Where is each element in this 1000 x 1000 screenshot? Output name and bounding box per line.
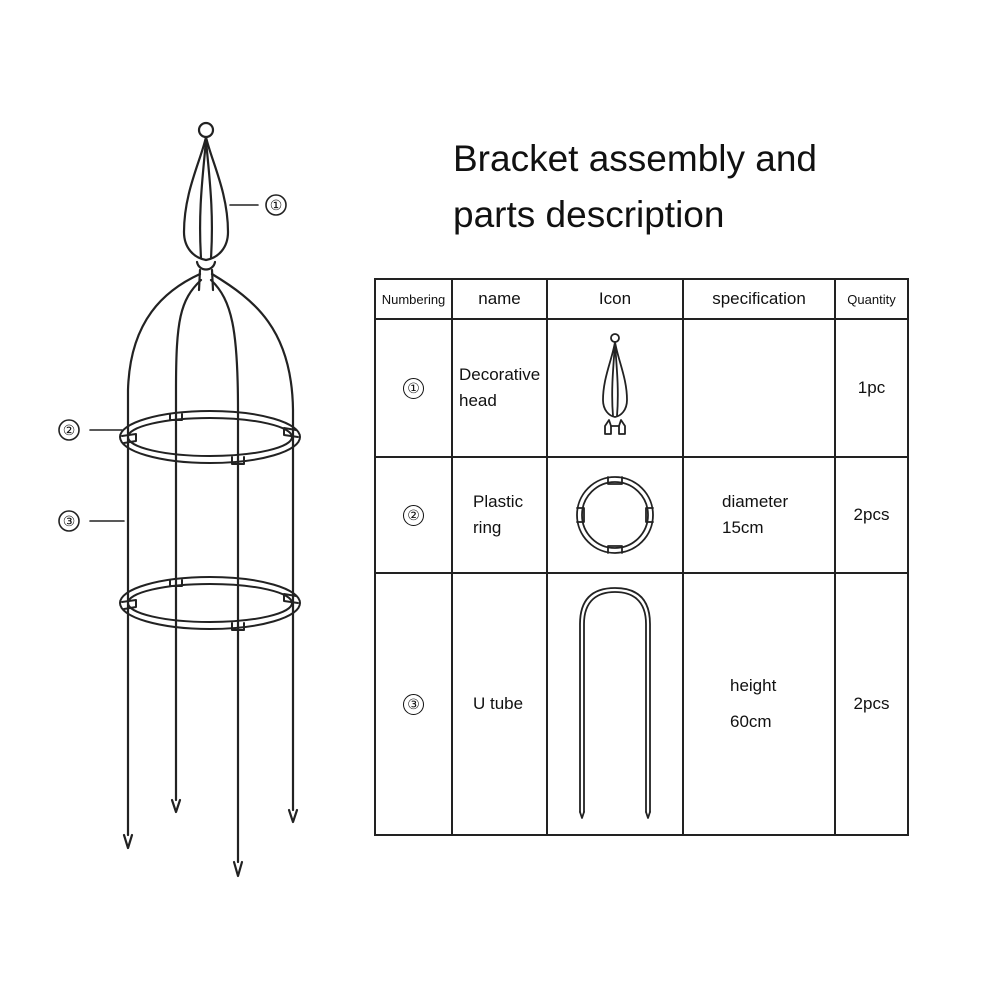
row-quantity: 2pcs (834, 456, 909, 574)
row-name-line-2: ring (473, 518, 502, 537)
row-name-line-1: U tube (473, 694, 524, 713)
u-tube-left (126, 272, 203, 837)
u-tube-right (209, 272, 295, 864)
plastic-ring-icon (576, 476, 654, 554)
lower-ring-drawing (119, 576, 301, 631)
header-name: name (451, 278, 548, 320)
row-name-line-1: Decorative (459, 365, 541, 384)
callout-2-circle (58, 419, 80, 441)
callout-2: ② (63, 422, 76, 438)
diagram-title-line-2: parts description (453, 194, 725, 235)
row-numbering: ① (403, 377, 424, 399)
row-spec-line-1: diameter (722, 492, 789, 511)
callout-3: ③ (63, 513, 76, 529)
callout-1: ① (270, 197, 283, 213)
row-spec-line-2: 60cm (730, 712, 772, 731)
header-quantity: Quantity (834, 278, 909, 320)
callout-3-circle (58, 510, 80, 532)
table-row: ② Plastic ring diameter 15cm 2pcs (374, 456, 909, 574)
row-quantity: 2pcs (834, 572, 909, 836)
callout-1-circle (265, 194, 287, 216)
row-name-line-2: head (459, 391, 497, 410)
upper-ring-drawing (119, 410, 301, 465)
header-specification: specification (682, 278, 836, 320)
decorative-head-icon (602, 333, 628, 435)
row-spec-line-2: 15cm (722, 518, 764, 537)
parts-table: Numbering name Icon specification Quanti… (374, 278, 909, 836)
row-numbering: ② (403, 504, 424, 526)
row-quantity: 1pc (834, 318, 909, 458)
row-numbering: ③ (403, 693, 424, 715)
diagram-title-line-1: Bracket assembly and (453, 138, 818, 179)
header-numbering: Numbering (374, 278, 453, 320)
finial-drawing (182, 121, 230, 292)
trellis-assembly-diagram: ① ② ③ (58, 121, 301, 878)
table-row: ③ U tube height 60cm 2pcs (374, 572, 909, 836)
row-spec-line-1: height (730, 676, 777, 695)
u-tube-icon (579, 587, 651, 819)
row-name-line-1: Plastic (473, 492, 524, 511)
table-row: ① Decorative head 1pc (374, 318, 909, 458)
table-header-row: Numbering name Icon specification Quanti… (374, 278, 909, 320)
header-icon: Icon (546, 278, 684, 320)
